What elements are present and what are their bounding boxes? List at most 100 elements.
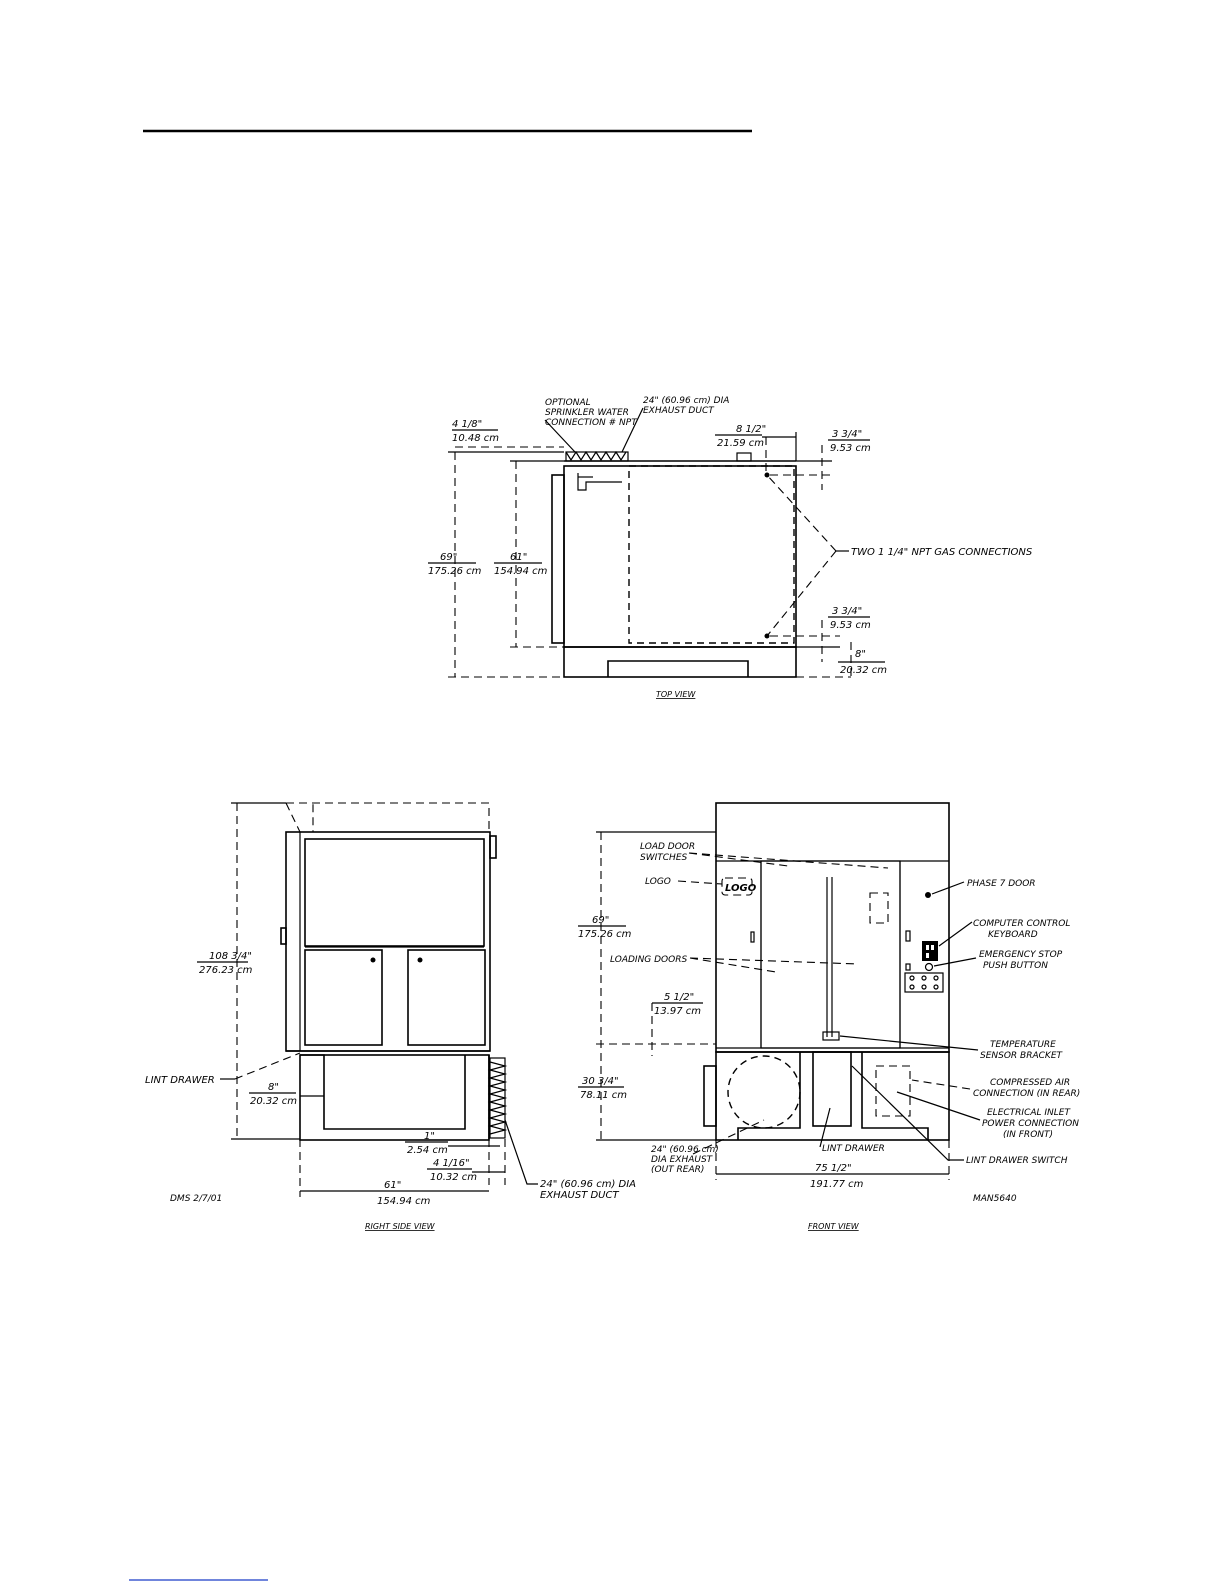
dim-3-3-4-bottom: 3 3/4" 9.53 cm xyxy=(770,606,871,662)
svg-text:20.32 cm: 20.32 cm xyxy=(840,665,887,676)
exhaust-outline xyxy=(727,1055,801,1129)
svg-text:10.48 cm: 10.48 cm xyxy=(452,433,499,444)
svg-text:3 3/4": 3 3/4" xyxy=(832,606,862,617)
svg-text:61": 61" xyxy=(384,1180,401,1191)
top-view-inner-panel xyxy=(628,465,795,644)
dim-30-3-4: 30 3/4" 78.11 cm xyxy=(578,1076,627,1101)
svg-text:154.94 cm: 154.94 cm xyxy=(494,566,548,577)
label-exhaust-duct-top: 24" (60.96 cm) DIA EXHAUST DUCT xyxy=(621,396,729,453)
svg-text:9.53 cm: 9.53 cm xyxy=(830,620,871,631)
label-exhaust-duct-side: 24" (60.96 cm) DIA EXHAUST DUCT xyxy=(504,1119,636,1201)
svg-text:(OUT REAR): (OUT REAR) xyxy=(651,1165,704,1175)
svg-text:8 1/2": 8 1/2" xyxy=(736,424,766,435)
svg-text:4 1/8": 4 1/8" xyxy=(452,419,482,430)
gas-connection-top xyxy=(764,472,770,478)
svg-text:69": 69" xyxy=(592,915,609,926)
svg-text:8": 8" xyxy=(268,1082,279,1093)
svg-text:LOGO: LOGO xyxy=(645,877,671,887)
dim-69-front: 69" 175.26 cm xyxy=(578,915,632,940)
svg-text:69": 69" xyxy=(440,552,457,563)
svg-text:EXHAUST DUCT: EXHAUST DUCT xyxy=(643,406,715,416)
svg-text:20.32 cm: 20.32 cm xyxy=(250,1096,297,1107)
svg-text:DIA EXHAUST: DIA EXHAUST xyxy=(651,1155,714,1165)
svg-text:4 1/16": 4 1/16" xyxy=(433,1158,470,1169)
label-loading-doors: LOADING DOORS xyxy=(610,955,859,973)
label-temperature-sensor: TEMPERATURE SENSOR BRACKET xyxy=(839,1035,1064,1061)
svg-text:TWO 1 1/4" NPT GAS CONNECTIONS: TWO 1 1/4" NPT GAS CONNECTIONS xyxy=(851,547,1033,558)
svg-text:TEMPERATURE: TEMPERATURE xyxy=(990,1040,1056,1050)
svg-text:COMPRESSED AIR: COMPRESSED AIR xyxy=(990,1078,1070,1088)
svg-text:24" (60.96 cm) DIA: 24" (60.96 cm) DIA xyxy=(643,396,729,406)
label-emergency-stop: EMERGENCY STOP PUSH BUTTON xyxy=(933,950,1063,971)
label-computer-control: COMPUTER CONTROL KEYBOARD xyxy=(938,919,1070,947)
caption-top-view: TOP VIEW xyxy=(656,690,696,699)
svg-text:POWER CONNECTION: POWER CONNECTION xyxy=(982,1119,1079,1129)
svg-text:175.26 cm: 175.26 cm xyxy=(578,929,632,940)
svg-text:2.54 cm: 2.54 cm xyxy=(407,1145,448,1156)
computer-control-keyboard xyxy=(922,941,938,961)
label-gas-connections: TWO 1 1/4" NPT GAS CONNECTIONS xyxy=(766,474,1033,637)
top-view: 4 1/8" 10.48 cm 69" 175.26 cm 61" 154.94… xyxy=(428,396,1033,699)
dim-5-1-2: 5 1/2" 13.97 cm xyxy=(651,992,703,1056)
svg-text:21.59 cm: 21.59 cm xyxy=(717,438,764,449)
svg-text:24" (60.96 cm) DIA: 24" (60.96 cm) DIA xyxy=(540,1179,636,1190)
label-model: MAN5640 xyxy=(973,1194,1017,1204)
lint-drawer-front xyxy=(812,1051,852,1127)
side-upper-cabinet xyxy=(285,831,491,1052)
svg-text:3 3/4": 3 3/4" xyxy=(832,429,862,440)
svg-text:EXHAUST DUCT: EXHAUST DUCT xyxy=(540,1190,619,1201)
loading-doors-frame xyxy=(760,860,901,1049)
svg-text:75 1/2": 75 1/2" xyxy=(815,1163,852,1174)
svg-text:13.97 cm: 13.97 cm xyxy=(654,1006,701,1017)
svg-text:175.26 cm: 175.26 cm xyxy=(428,566,482,577)
dim-108-3-4: 108 3/4" 276.23 cm xyxy=(197,951,253,976)
label-lint-drawer-front: LINT DRAWER xyxy=(819,1107,885,1154)
label-phase7-door: PHASE 7 DOOR xyxy=(931,879,1036,895)
front-view: LOGO 69" 175.26 cm 5 1/2" xyxy=(578,802,1080,1231)
svg-text:1": 1" xyxy=(424,1131,435,1142)
top-view-body xyxy=(563,465,797,648)
svg-text:154.94 cm: 154.94 cm xyxy=(377,1196,431,1207)
svg-text:78.11 cm: 78.11 cm xyxy=(580,1090,627,1101)
svg-text:10.32 cm: 10.32 cm xyxy=(430,1172,477,1183)
svg-text:8": 8" xyxy=(855,649,866,660)
svg-text:30 3/4": 30 3/4" xyxy=(582,1076,619,1087)
svg-text:KEYBOARD: KEYBOARD xyxy=(988,930,1038,940)
svg-text:SPRINKLER WATER: SPRINKLER WATER xyxy=(545,408,629,418)
svg-text:ELECTRICAL INLET: ELECTRICAL INLET xyxy=(987,1108,1071,1118)
svg-text:9.53 cm: 9.53 cm xyxy=(830,443,871,454)
dim-69-top: 69" 175.26 cm xyxy=(428,552,482,577)
dim-1-side: 1" 2.54 cm xyxy=(405,1131,500,1156)
emergency-stop-button xyxy=(924,962,934,972)
svg-text:191.77 cm: 191.77 cm xyxy=(810,1179,864,1190)
svg-text:PHASE 7 DOOR: PHASE 7 DOOR xyxy=(967,879,1036,889)
dim-61-side: 61" 154.94 cm xyxy=(299,1139,489,1207)
dim-61-top: 61" 154.94 cm xyxy=(494,552,548,577)
label-load-door-switches: LOAD DOOR SWITCHES xyxy=(640,842,889,869)
svg-text:SENSOR BRACKET: SENSOR BRACKET xyxy=(980,1051,1064,1061)
svg-text:(IN FRONT): (IN FRONT) xyxy=(1003,1130,1053,1140)
svg-text:COMPUTER CONTROL: COMPUTER CONTROL xyxy=(973,919,1070,929)
label-dms: DMS 2/7/01 xyxy=(170,1194,222,1204)
svg-text:LINT DRAWER: LINT DRAWER xyxy=(145,1075,215,1086)
svg-text:SWITCHES: SWITCHES xyxy=(640,853,688,863)
side-base xyxy=(299,1054,490,1141)
svg-text:CONNECTION (IN REAR): CONNECTION (IN REAR) xyxy=(973,1089,1080,1099)
svg-text:PUSH BUTTON: PUSH BUTTON xyxy=(983,961,1048,971)
svg-text:LOADING DOORS: LOADING DOORS xyxy=(610,955,687,965)
svg-text:EMERGENCY STOP: EMERGENCY STOP xyxy=(979,950,1063,960)
svg-text:61": 61" xyxy=(510,552,527,563)
dim-8-1-2: 8 1/2" 21.59 cm xyxy=(715,424,797,475)
sprinkler-coil xyxy=(565,450,627,462)
svg-text:LINT DRAWER SWITCH: LINT DRAWER SWITCH xyxy=(966,1156,1068,1166)
dim-8-side: 8" 20.32 cm xyxy=(249,1082,324,1107)
dim-4-1-16: 4 1/16" 10.32 cm xyxy=(427,1139,506,1185)
top-view-base xyxy=(563,646,797,678)
right-side-view: 108 3/4" 276.23 cm LINT DRAWER 8" 20.32 … xyxy=(145,802,636,1231)
svg-text:24" (60.96 cm): 24" (60.96 cm) xyxy=(651,1145,719,1155)
svg-text:5 1/2": 5 1/2" xyxy=(664,992,694,1003)
label-sprinkler: OPTIONAL SPRINKLER WATER CONNECTION # NP… xyxy=(544,398,638,453)
svg-text:LOAD DOOR: LOAD DOOR xyxy=(640,842,695,852)
